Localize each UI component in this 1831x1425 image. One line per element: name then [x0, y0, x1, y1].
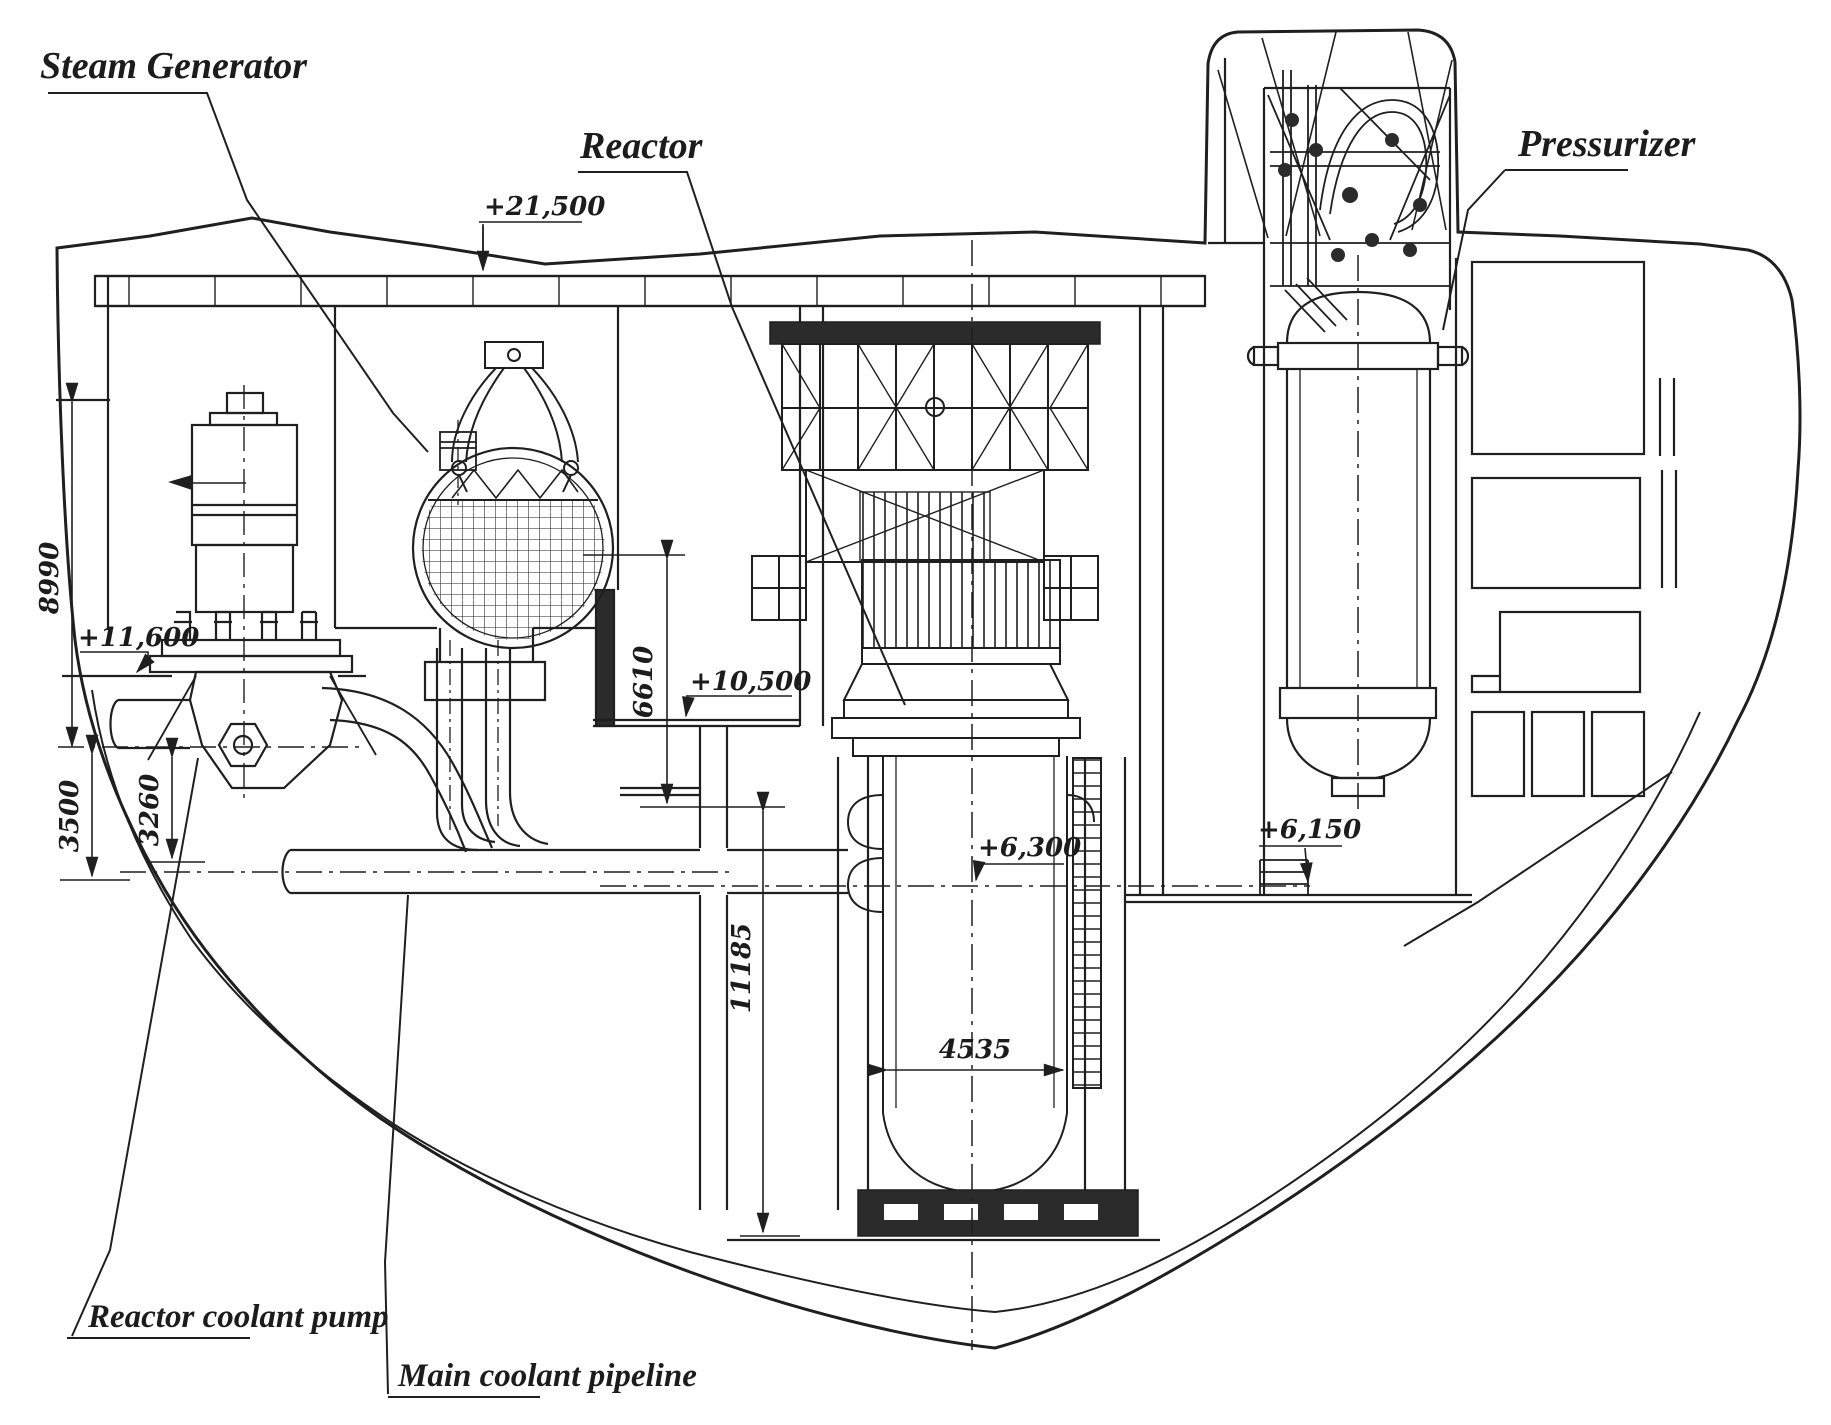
reactor-vessel — [831, 663, 1095, 1194]
dim-8990: 8990 — [35, 542, 65, 615]
elevation-operating-floor: +10,500 — [690, 667, 811, 697]
dimension-lines — [60, 221, 1342, 1237]
pressurizer-vessel — [1246, 255, 1470, 815]
elevation-top-slab: +21,500 — [484, 192, 605, 222]
trunnions — [1246, 345, 1470, 367]
reactor-coolant-pump-label: Reactor coolant pump — [87, 1299, 389, 1335]
elevation-pump-support: +11,600 — [78, 623, 199, 653]
pressurizer-room-stairs — [1259, 859, 1309, 895]
containment-outline — [55, 28, 1802, 1350]
main-coolant-piping — [58, 640, 1310, 895]
pump-casing — [147, 670, 377, 790]
flow-direction-arrow — [168, 475, 246, 490]
reactor-label: Reactor — [579, 125, 704, 167]
relief-valve-piping — [1267, 70, 1451, 333]
vessel-support-ring — [857, 1189, 1139, 1237]
auxiliary-rooms — [1470, 260, 1678, 798]
dim-11185: 11185 — [727, 923, 757, 1013]
text-layer: Steam Generator Reactor Pressurizer Reac… — [35, 45, 1697, 1394]
elevation-pressurizer-floor: +6,150 — [1258, 815, 1361, 845]
dim-3260: 3260 — [135, 774, 165, 846]
steam-generator-leader — [48, 92, 429, 453]
ceiling-slab — [93, 241, 1264, 308]
sg-lifting-claw — [451, 341, 579, 493]
sg-feedwater-stub — [439, 420, 477, 505]
dim-3500: 3500 — [55, 780, 85, 852]
dim-6610: 6610 — [629, 646, 659, 718]
label-leaders — [48, 92, 1628, 1398]
pipeline-leader — [383, 894, 540, 1398]
dim-4535: 4535 — [939, 1035, 1011, 1065]
pipe-centerlines — [58, 746, 1310, 887]
pipeline-horizontal-run — [281, 848, 848, 895]
elevation-nozzle-axis: +6,300 — [978, 833, 1081, 863]
pump-leader — [67, 757, 250, 1339]
refueling-bridge — [769, 321, 1101, 345]
sg-outlet-legs — [435, 640, 549, 852]
reactor-coolant-pump — [147, 385, 377, 800]
pump-discharge-elbow — [321, 686, 494, 853]
reactor-leader — [578, 171, 906, 706]
pressurizer-label: Pressurizer — [1517, 123, 1697, 165]
upper-truss — [781, 343, 1089, 471]
control-rod-drives — [861, 559, 1061, 665]
main-coolant-pipeline-label: Main coolant pipeline — [397, 1358, 697, 1394]
steam-generator-tube-grid — [421, 499, 605, 640]
crdm-machine-frame — [805, 469, 1045, 563]
steam-generator-label: Steam Generator — [40, 45, 308, 87]
steam-generator — [411, 341, 615, 650]
moisture-separator-chevrons — [451, 468, 579, 500]
pressurizer-leader — [1442, 169, 1628, 331]
reactor-assembly — [751, 240, 1139, 1350]
thermal-shield-column — [1072, 757, 1102, 1089]
